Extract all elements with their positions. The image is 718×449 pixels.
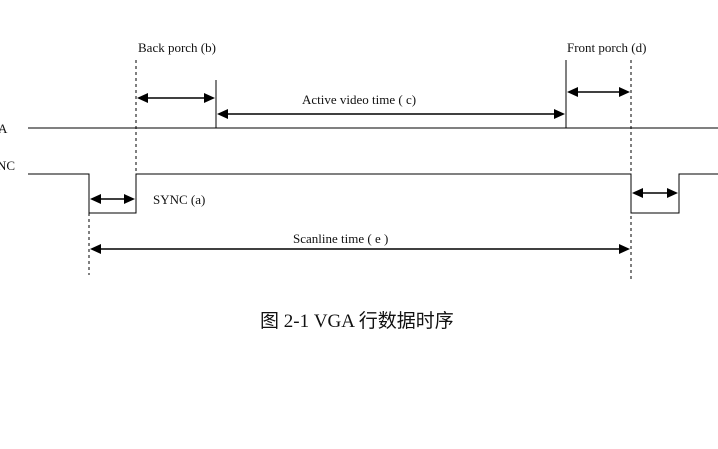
active-video-label: Active video time ( c) [302, 92, 416, 107]
scanline-label: Scanline time ( e ) [293, 231, 388, 246]
sync-pulse-arrow [90, 194, 135, 204]
active-video-arrow [217, 109, 565, 119]
back-porch-label: Back porch (b) [138, 40, 216, 55]
front-porch-label: Front porch (d) [567, 40, 646, 55]
front-porch-arrow [567, 87, 630, 97]
data-signal-label: A [0, 121, 8, 136]
figure-caption: 图 2-1 VGA 行数据时序 [260, 310, 454, 332]
scanline-arrow [90, 244, 630, 254]
sync-signal-label: NC [0, 158, 15, 173]
hsync-waveform [28, 173, 718, 214]
next-sync-pulse-arrow [632, 188, 678, 198]
back-porch-arrow [137, 93, 215, 103]
sync-label: SYNC (a) [153, 192, 205, 207]
